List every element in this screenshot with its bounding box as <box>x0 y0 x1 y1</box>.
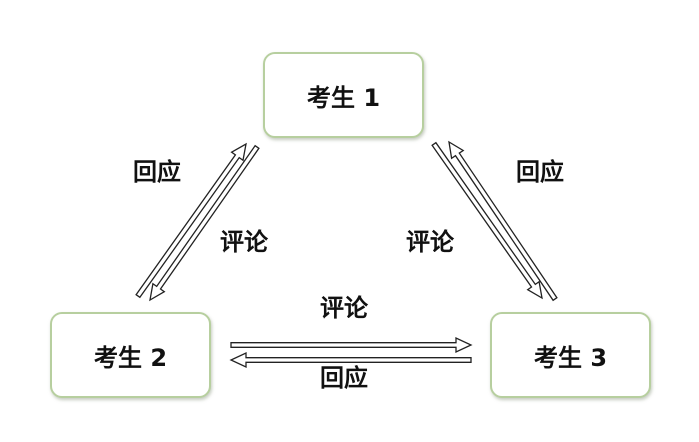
arrow-2-to-1 <box>135 142 247 299</box>
arrow-1-to-3 <box>431 141 543 300</box>
node-examinee-1: 考生 1 <box>263 52 424 138</box>
label-bottom-comment: 评论 <box>320 294 368 322</box>
arrow-2-to-3 <box>230 336 473 354</box>
arrow-3-to-2 <box>229 351 472 369</box>
arrow-3-to-1 <box>448 140 558 302</box>
label-right-respond: 回应 <box>516 158 564 186</box>
node-examinee-3: 考生 3 <box>490 312 651 398</box>
label-left-respond: 回应 <box>133 158 181 186</box>
node-examinee-2: 考生 2 <box>50 312 211 398</box>
label-right-comment: 评论 <box>406 228 454 256</box>
arrow-1-to-2 <box>149 144 260 302</box>
label-bottom-respond: 回应 <box>320 364 368 392</box>
label-left-comment: 评论 <box>220 228 268 256</box>
